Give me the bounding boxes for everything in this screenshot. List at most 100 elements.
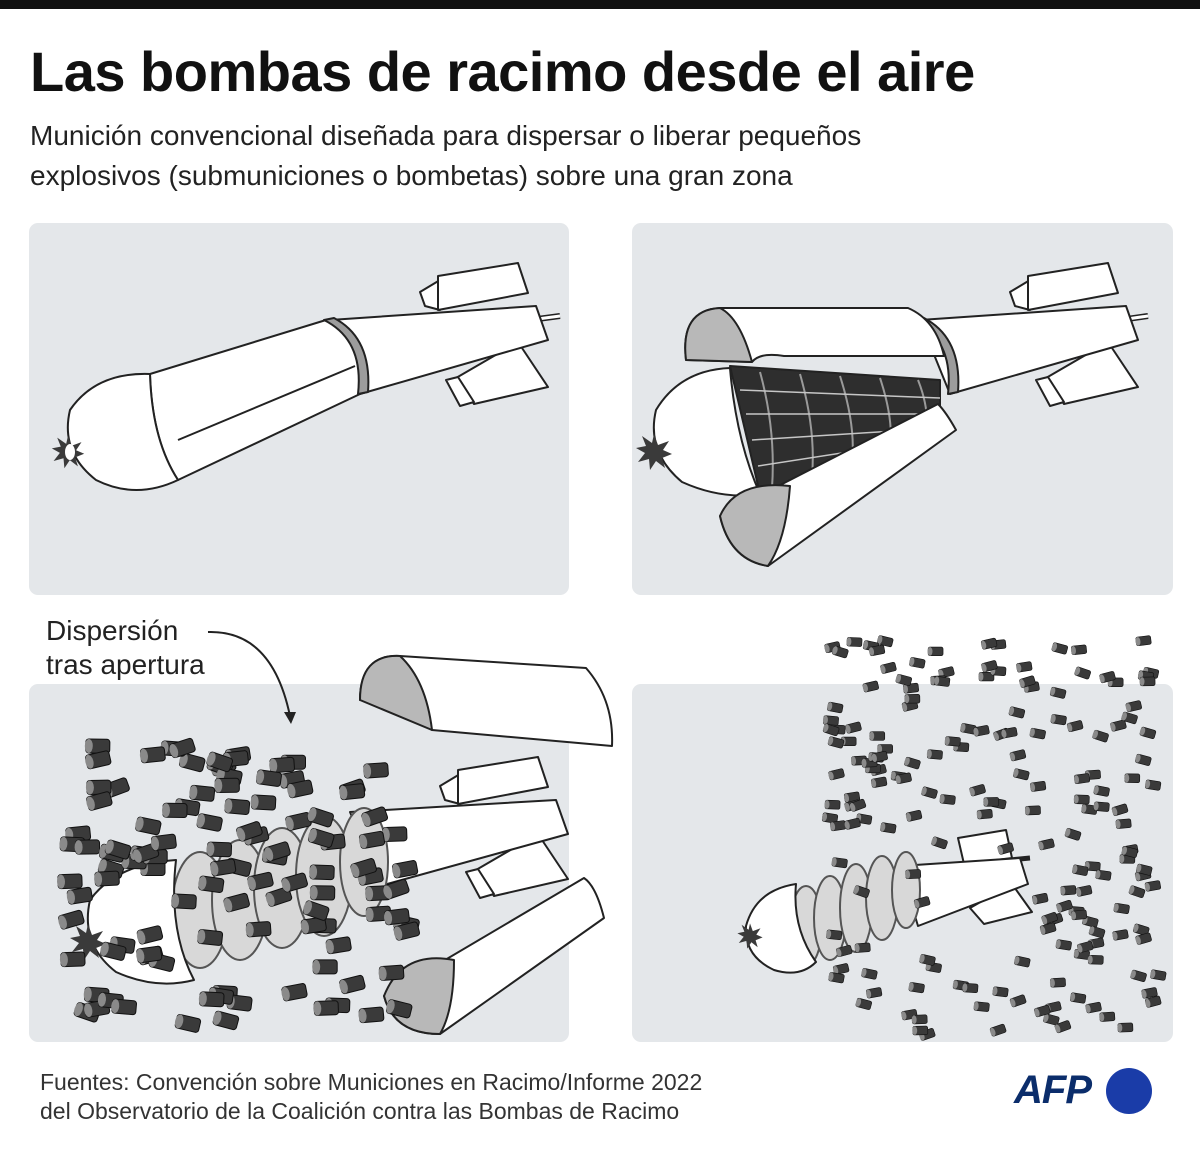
bomblet — [206, 841, 233, 858]
annotation-label: Dispersión tras apertura — [46, 614, 205, 682]
bomblet — [904, 756, 921, 770]
bomblet — [1030, 780, 1047, 792]
bomblet — [1050, 714, 1067, 726]
bomblet — [1112, 929, 1129, 941]
bomblet — [909, 657, 926, 669]
bomblet — [1032, 892, 1049, 905]
sources-line-2: del Observatorio de la Coalición contra … — [40, 1098, 680, 1124]
bomblet — [1051, 642, 1069, 655]
bomblet — [845, 721, 862, 734]
bomblet — [1113, 903, 1130, 914]
bomblet — [846, 637, 863, 647]
bomblet — [136, 945, 163, 964]
bomblet — [139, 746, 166, 764]
panel-4-bomb — [737, 829, 1033, 974]
bomblet — [302, 900, 330, 921]
bomblet — [1019, 675, 1036, 688]
bomblet — [1139, 676, 1156, 687]
bomblet — [104, 839, 132, 860]
bomblet — [325, 936, 352, 955]
bomblet — [989, 1023, 1007, 1037]
afp-logo-dot-icon — [1106, 1068, 1152, 1114]
bomblet — [822, 715, 839, 726]
bomblet — [94, 870, 120, 887]
bomblet — [1085, 1001, 1102, 1014]
bomblet — [980, 637, 998, 650]
bomblet — [392, 860, 419, 879]
bomblet — [1076, 940, 1094, 954]
bomblet — [978, 671, 995, 682]
bomblet — [1073, 794, 1090, 805]
bomblet — [1013, 768, 1030, 781]
bomblet — [851, 755, 867, 766]
bomblet — [877, 635, 894, 648]
bomblet — [939, 794, 956, 805]
afp-logo: AFP — [1012, 1064, 1152, 1120]
bomblet — [300, 916, 327, 935]
bomblet — [962, 982, 979, 994]
bomblet — [821, 812, 839, 824]
subtitle-line-1: Munición convencional diseñada para disp… — [30, 120, 862, 151]
bomblet — [196, 813, 223, 832]
bomblet — [1117, 1022, 1134, 1033]
bomblet — [1024, 805, 1041, 816]
bomblet — [904, 694, 921, 704]
bomblet — [358, 1006, 385, 1024]
panel-3-bomblets — [57, 737, 421, 1033]
bomblet — [908, 982, 925, 994]
bomblet — [385, 999, 413, 1019]
bomblet — [868, 644, 886, 657]
bomblet — [339, 783, 366, 801]
bomblet — [1034, 1004, 1051, 1018]
bomblet — [960, 723, 977, 735]
bomblet — [1130, 969, 1147, 982]
panel-4-bomblets — [821, 635, 1167, 1041]
bomblet — [174, 1013, 202, 1033]
subtitle-line-2: explosivos (submuniciones o bombetas) so… — [30, 160, 793, 191]
bomblet — [861, 968, 878, 980]
bomblet — [1110, 719, 1127, 732]
bomblet — [378, 964, 405, 981]
bomblet — [827, 701, 844, 714]
bomblet — [969, 784, 986, 797]
bomblet — [824, 799, 841, 810]
bomblet — [826, 929, 843, 941]
bomblet — [1121, 711, 1138, 725]
bomblet — [162, 802, 188, 819]
bomblet — [307, 807, 334, 828]
bomblet — [1070, 644, 1087, 656]
bomblet — [911, 1014, 928, 1025]
bomblet — [1135, 635, 1152, 647]
annotation-line-2: tras apertura — [46, 649, 205, 680]
bomblet — [269, 756, 295, 774]
bomblet — [198, 991, 225, 1008]
bomblet — [1009, 994, 1027, 1008]
bomblet — [58, 909, 85, 930]
annotation-arrow — [207, 630, 291, 717]
bomblet — [1016, 661, 1033, 673]
bomblet — [256, 769, 282, 787]
bomblet — [832, 645, 849, 659]
bomblet — [245, 921, 272, 938]
subtitle: Munición convencional diseñada para disp… — [30, 116, 1030, 196]
bomblet — [934, 676, 951, 687]
bomblet — [1049, 977, 1066, 988]
bomblet — [1043, 1013, 1060, 1026]
bomblet — [871, 750, 888, 763]
bomblet — [214, 777, 240, 794]
bomblet — [828, 768, 845, 781]
bomblet — [854, 942, 871, 953]
bomblet — [1144, 880, 1161, 892]
annotation-line-1: Dispersión — [46, 615, 179, 646]
bomblet — [382, 878, 410, 900]
bomblet — [938, 666, 955, 679]
bomblet — [831, 857, 848, 869]
bomblet — [830, 820, 847, 832]
bomblet — [281, 983, 308, 1002]
bomblet — [855, 997, 873, 1010]
bomblet — [997, 842, 1014, 855]
bomblet — [212, 1010, 240, 1031]
bomblet — [224, 798, 251, 815]
bomblet — [866, 987, 883, 999]
bomblet — [1073, 773, 1091, 785]
